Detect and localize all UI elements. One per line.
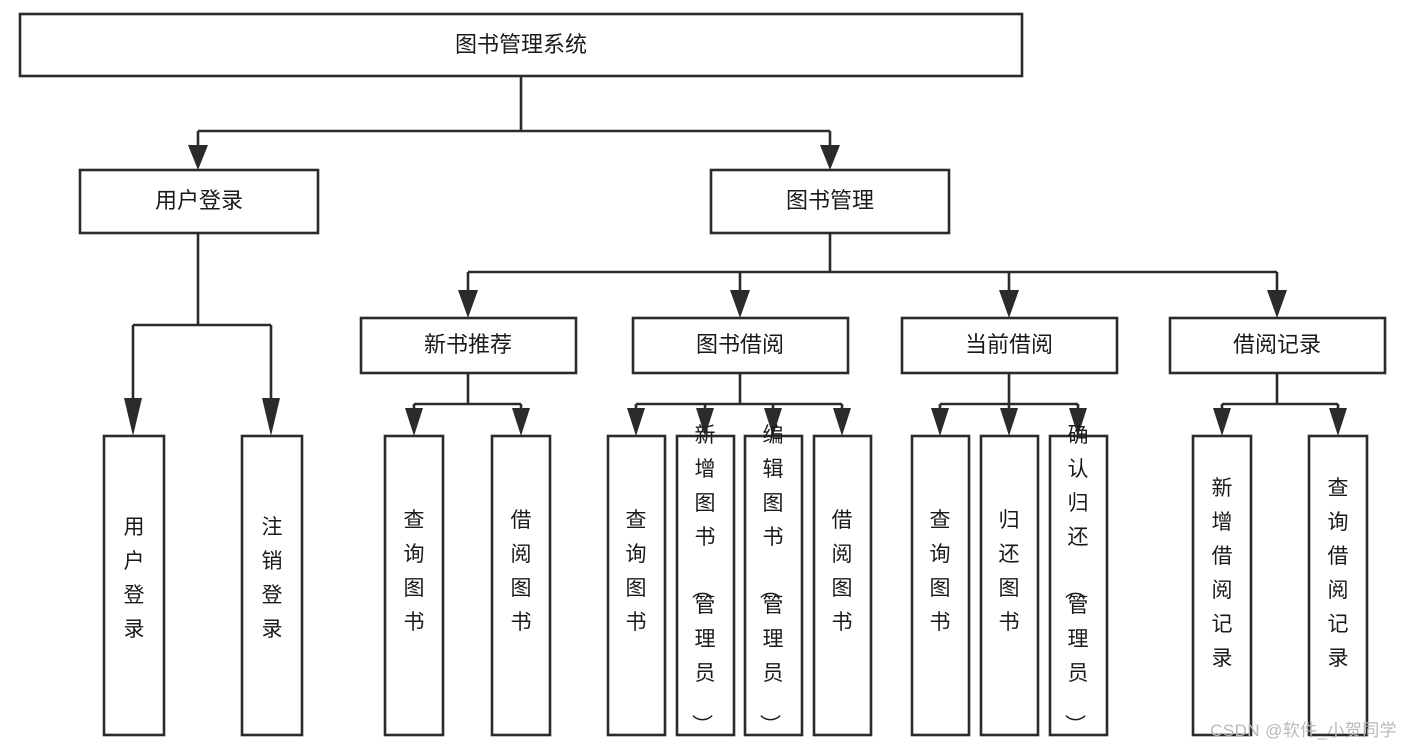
node-query-book-1[interactable]: 查询图书 xyxy=(383,434,445,737)
arrow-head-query-book-1 xyxy=(405,408,423,436)
node-query-borrow-record[interactable]: 查询借阅记录 xyxy=(1307,434,1369,737)
node-user-logout[interactable]: 注销登录 xyxy=(240,434,304,737)
arrow-head-query-borrow-record xyxy=(1329,408,1347,436)
node-confirm-return[interactable]: 确认归还（管理员） xyxy=(1048,424,1109,737)
node-add-book[interactable]: 新增图书（管理员） xyxy=(675,424,736,737)
arrow-head-user-logout xyxy=(262,398,280,436)
node-user-login-do[interactable]: 用户登录 xyxy=(102,434,166,737)
node-query-book-1-label: 查询图书 xyxy=(404,509,425,634)
node-current-borrow[interactable]: 当前借阅 xyxy=(900,316,1119,375)
node-return-book-box[interactable] xyxy=(979,434,1040,737)
node-confirm-return-box[interactable] xyxy=(1048,434,1109,737)
node-borrow-record-label: 借阅记录 xyxy=(1233,332,1321,357)
node-add-book-label: 新增图书（管理员） xyxy=(690,424,716,735)
node-root-box[interactable] xyxy=(18,12,1024,78)
node-add-book-box[interactable] xyxy=(675,434,736,737)
node-borrow-record[interactable]: 借阅记录 xyxy=(1168,316,1387,375)
connector-layer xyxy=(124,76,1347,436)
arrow-head-add-book xyxy=(696,408,714,436)
arrow-head-bookmgmt xyxy=(820,145,840,170)
node-user-logout-label: 注销登录 xyxy=(262,516,283,641)
arrow-head-edit-book xyxy=(764,408,782,436)
node-root-label: 图书管理系统 xyxy=(455,32,587,57)
node-borrow-book-2-box[interactable] xyxy=(812,434,873,737)
node-query-book-3-label: 查询图书 xyxy=(930,509,951,634)
node-book-management[interactable]: 图书管理 xyxy=(709,168,951,235)
node-user-logout-box[interactable] xyxy=(240,434,304,737)
node-query-book-3[interactable]: 查询图书 xyxy=(910,434,971,737)
arrow-head-book-borrow xyxy=(730,290,750,318)
arrow-head-current-borrow xyxy=(999,290,1019,318)
node-confirm-return-label: 确认归还（管理员） xyxy=(1063,424,1089,735)
node-book-borrow-label: 图书借阅 xyxy=(696,332,784,357)
node-add-borrow-record-label: 新增借阅记录 xyxy=(1212,477,1233,670)
node-return-book[interactable]: 归还图书 xyxy=(979,434,1040,737)
node-new-book-recommend-box[interactable] xyxy=(359,316,578,375)
node-borrow-book-1-box[interactable] xyxy=(490,434,552,737)
node-borrow-book-2[interactable]: 借阅图书 xyxy=(812,434,873,737)
node-new-book-recommend-label: 新书推荐 xyxy=(424,332,512,357)
node-query-book-1-box[interactable] xyxy=(383,434,445,737)
node-query-book-2-box[interactable] xyxy=(606,434,667,737)
node-current-borrow-label: 当前借阅 xyxy=(965,332,1053,357)
node-book-borrow-box[interactable] xyxy=(631,316,850,375)
node-add-borrow-record-box[interactable] xyxy=(1191,434,1253,737)
node-book-management-label: 图书管理 xyxy=(786,188,874,213)
node-user-login[interactable]: 用户登录 xyxy=(78,168,320,235)
node-new-book-recommend[interactable]: 新书推荐 xyxy=(359,316,578,375)
arrow-head-query-book-2 xyxy=(627,408,645,436)
node-user-login-do-box[interactable] xyxy=(102,434,166,737)
node-user-login-box[interactable] xyxy=(78,168,320,235)
arrow-head-login xyxy=(188,145,208,170)
node-book-borrow[interactable]: 图书借阅 xyxy=(631,316,850,375)
node-borrow-record-box[interactable] xyxy=(1168,316,1387,375)
node-user-login-do-label: 用户登录 xyxy=(124,516,145,641)
arrow-head-new-book-recommend xyxy=(458,290,478,318)
node-query-book-2[interactable]: 查询图书 xyxy=(606,434,667,737)
node-borrow-book-2-label: 借阅图书 xyxy=(832,509,853,634)
arrow-head-user-login-do xyxy=(124,398,142,436)
node-edit-book[interactable]: 编辑图书（管理员） xyxy=(743,424,804,737)
node-borrow-book-1-label: 借阅图书 xyxy=(511,509,532,634)
node-book-management-box[interactable] xyxy=(709,168,951,235)
arrow-head-query-book-3 xyxy=(931,408,949,436)
arrow-head-borrow-book-1 xyxy=(512,408,530,436)
node-query-borrow-record-box[interactable] xyxy=(1307,434,1369,737)
arrow-head-borrow-book-2 xyxy=(833,408,851,436)
arrow-head-borrow-record xyxy=(1267,290,1287,318)
node-query-book-2-label: 查询图书 xyxy=(626,509,647,634)
arrow-head-add-borrow-record xyxy=(1213,408,1231,436)
node-user-login-label: 用户登录 xyxy=(155,188,243,213)
node-edit-book-label: 编辑图书（管理员） xyxy=(758,424,784,735)
node-borrow-book-1[interactable]: 借阅图书 xyxy=(490,434,552,737)
node-add-borrow-record[interactable]: 新增借阅记录 xyxy=(1191,434,1253,737)
arrow-head-return-book xyxy=(1000,408,1018,436)
node-current-borrow-box[interactable] xyxy=(900,316,1119,375)
node-query-borrow-record-label: 查询借阅记录 xyxy=(1328,477,1349,670)
arrow-head-confirm-return xyxy=(1069,408,1087,436)
node-query-book-3-box[interactable] xyxy=(910,434,971,737)
node-return-book-label: 归还图书 xyxy=(999,509,1020,634)
node-edit-book-box[interactable] xyxy=(743,434,804,737)
node-root[interactable]: 图书管理系统 xyxy=(18,12,1024,78)
